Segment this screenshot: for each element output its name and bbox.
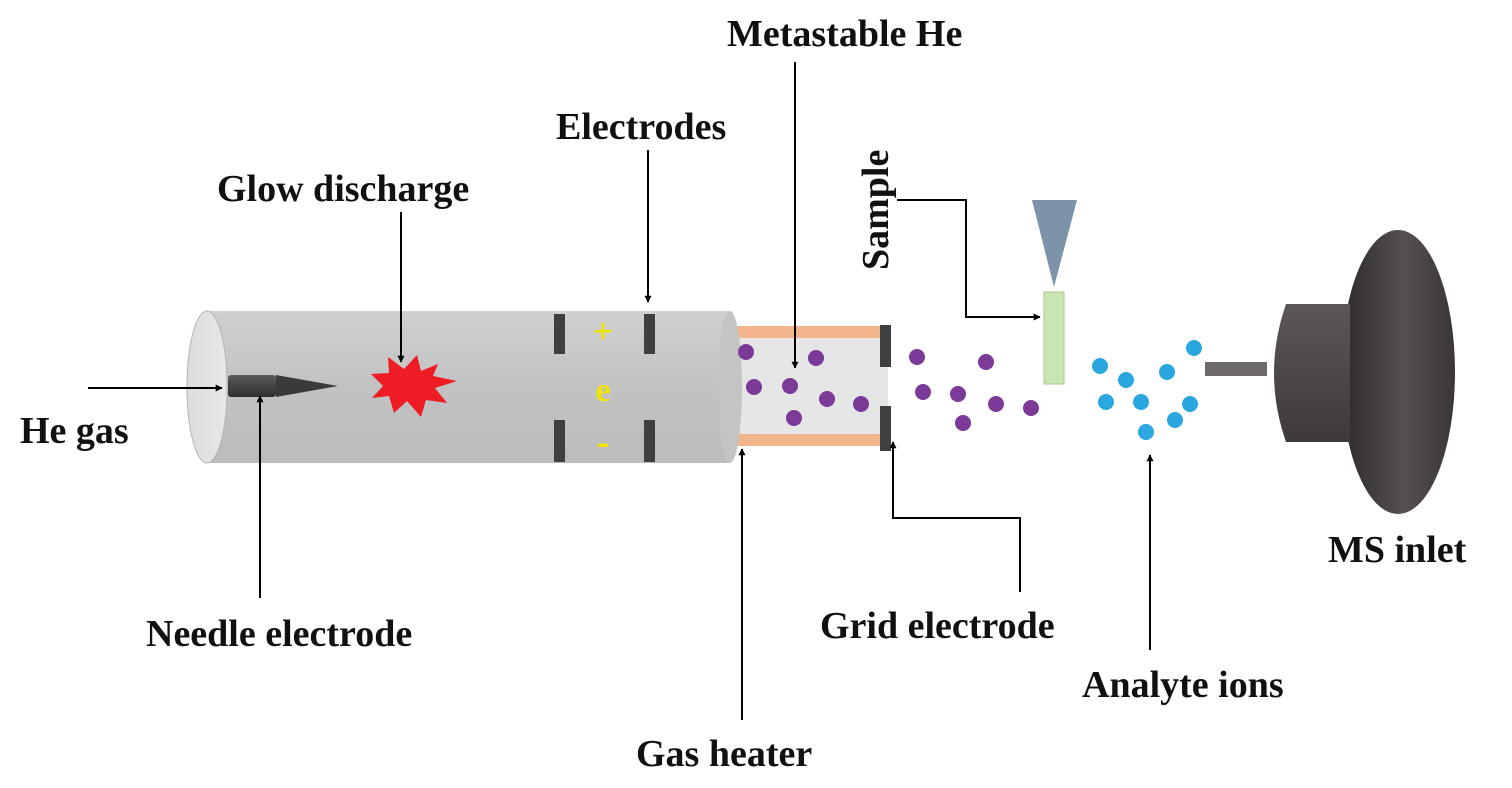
metastable-he-particle — [738, 344, 754, 360]
sample-rod — [1043, 291, 1065, 385]
needle-electrode-tip — [276, 375, 338, 397]
label-gas-heater: Gas heater — [636, 733, 812, 775]
metastable-he-particle — [988, 396, 1004, 412]
metastable-he-particle — [786, 410, 802, 426]
metastable-he-particle — [853, 396, 869, 412]
sample-tip — [1032, 200, 1077, 287]
electrode-plate-bottom-left — [554, 420, 565, 462]
plus-symbol: + — [593, 311, 614, 351]
metastable-he-particle — [915, 384, 931, 400]
sample-arrow — [897, 199, 1041, 321]
electrode-plates — [554, 314, 655, 462]
analyte-ion — [1159, 364, 1175, 380]
electrode-plate-bottom-right — [644, 420, 655, 462]
ms-inlet-cylinder — [1274, 304, 1350, 442]
callouts — [88, 62, 1154, 720]
electrode-plate-top-left — [554, 314, 565, 354]
label-sample: Sample — [855, 150, 897, 270]
label-grid-electrode: Grid electrode — [820, 605, 1055, 647]
grid-electrode-bottom — [880, 406, 891, 451]
needle-electrode — [228, 375, 338, 397]
needle-electrode-base — [228, 375, 276, 397]
electron-symbol: e — [595, 372, 610, 409]
sample-holder — [1032, 200, 1077, 385]
analyte-ion — [1167, 412, 1183, 428]
analyte-ion — [1118, 372, 1134, 388]
metastable-he-particles — [738, 344, 1039, 431]
tube-end-cap — [718, 311, 742, 463]
minus-symbol: - — [596, 419, 609, 464]
heater-band-bottom — [728, 434, 888, 446]
analyte-ion — [1182, 396, 1198, 412]
label-glow-discharge: Glow discharge — [217, 168, 469, 210]
metastable-he-particle — [909, 349, 925, 365]
analyte-ion-particles — [1092, 340, 1202, 440]
metastable-he-particle — [782, 378, 798, 394]
ms-inlet-dish — [1341, 230, 1455, 514]
grid-electrode-arrow — [889, 441, 1021, 592]
metastable-he-particle — [950, 386, 966, 402]
ms-inlet-capillary — [1205, 362, 1267, 376]
heater-band-top — [728, 326, 888, 338]
analyte-ion — [1138, 424, 1154, 440]
metastable-he-particle — [1023, 400, 1039, 416]
label-needle-electrode: Needle electrode — [146, 613, 412, 655]
metastable-he-particle — [808, 350, 824, 366]
metastable-he-particle — [955, 415, 971, 431]
metastable-he-particle — [746, 379, 762, 395]
glow-discharge-burst — [371, 355, 457, 417]
analyte-ion — [1186, 340, 1202, 356]
metastable-he-particle — [978, 354, 994, 370]
grid-electrode — [880, 325, 891, 451]
label-analyte-ions: Analyte ions — [1082, 664, 1284, 706]
ms-inlet — [1205, 230, 1455, 514]
analyte-ion — [1133, 394, 1149, 410]
electrode-plate-top-right — [644, 314, 655, 354]
metastable-he-particle — [819, 391, 835, 407]
label-he-gas: He gas — [20, 410, 129, 452]
label-metastable-he: Metastable He — [727, 13, 962, 55]
analyte-ion — [1098, 394, 1114, 410]
analyte-ion — [1092, 358, 1108, 374]
grid-electrode-top — [880, 325, 891, 367]
label-ms-inlet: MS inlet — [1328, 529, 1467, 571]
label-electrodes: Electrodes — [556, 106, 726, 148]
